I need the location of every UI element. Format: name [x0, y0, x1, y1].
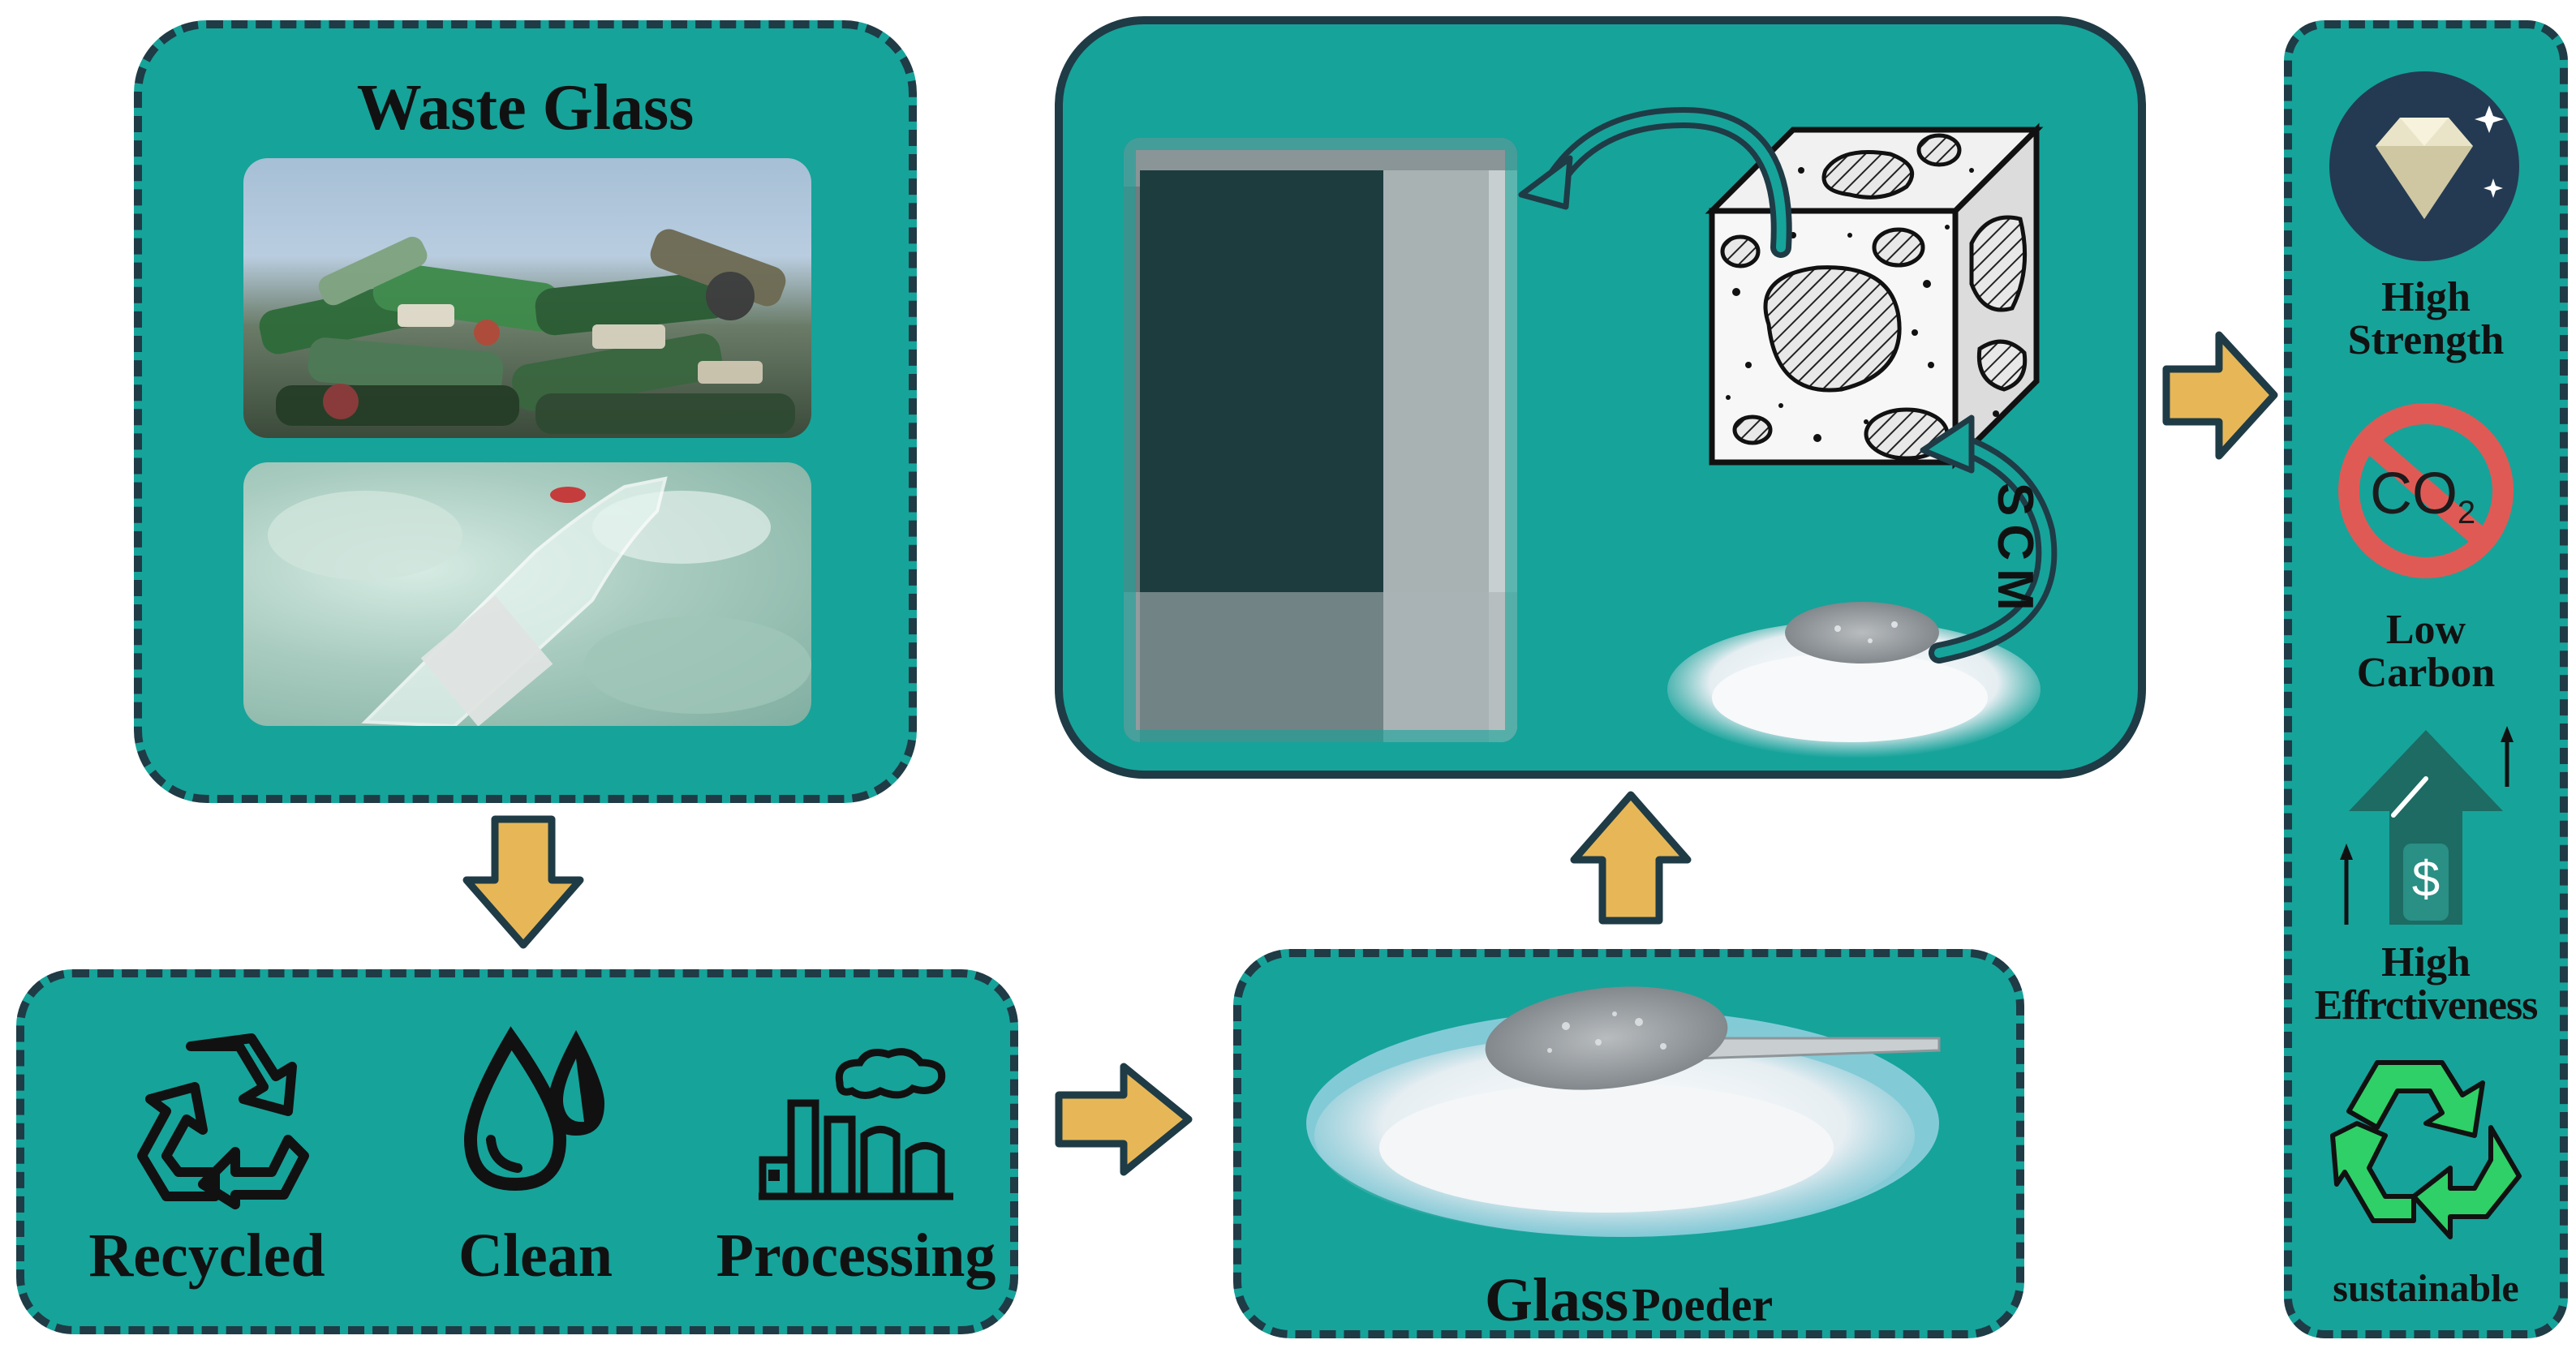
benefit-label-high-effectiveness-line1: High — [2381, 939, 2471, 986]
benefit-label-low-carbon-line1: Low — [2385, 607, 2466, 653]
curved-arrow-powder-to-cube — [1920, 414, 2058, 663]
glass-powder-title: Glass Poeder — [1241, 1269, 2016, 1333]
concrete-application-panel: SCM — [1055, 16, 2146, 779]
benefit-label-high-strength-line2: Strength — [2347, 317, 2505, 364]
process-steps-panel: Recycled Clean Processing — [16, 969, 1018, 1334]
scm-label: SCM — [1987, 483, 2043, 619]
glass-bottle-closeup-photo — [243, 462, 811, 726]
glass-powder-title-main: Glass — [1484, 1266, 1629, 1334]
concrete-cube-section — [1705, 122, 2044, 470]
powder-pile — [1667, 602, 2041, 758]
concrete-column-photo — [1124, 138, 1517, 742]
step-label-recycled: Recycled — [88, 1222, 325, 1290]
glass-powder-panel: Glass Poeder — [1233, 949, 2024, 1338]
benefits-panel: High Strength CO 2 Low Carbon $ High Eff… — [2284, 20, 2568, 1338]
benefit-label-low-carbon: Low Carbon — [2292, 608, 2560, 694]
benefit-label-high-effectiveness: High Effrctiveness — [2284, 941, 2568, 1027]
co2-icon-text: CO — [2370, 462, 2458, 526]
glass-powder-spoon-photo — [1306, 986, 1941, 1237]
recycle-green-icon — [2330, 1060, 2522, 1239]
cost-up-arrow-icon: $ — [2340, 726, 2514, 925]
factory-icon — [759, 1048, 953, 1200]
arrow-down-1 — [462, 815, 584, 949]
benefit-label-high-strength: High Strength — [2292, 276, 2560, 362]
arrow-up-1 — [1570, 791, 1692, 925]
step-label-processing: Processing — [716, 1222, 996, 1290]
waste-glass-title: Waste Glass — [356, 72, 695, 144]
water-drops-icon — [463, 1026, 604, 1192]
benefit-label-sustainable: sustainable — [2333, 1267, 2519, 1310]
arrow-right-1 — [1055, 1063, 1193, 1176]
glass-powder-title-sub: Poeder — [1632, 1278, 1774, 1331]
step-label-clean: Clean — [458, 1222, 613, 1290]
benefit-label-high-strength-line1: High — [2381, 274, 2471, 320]
dollar-icon-text: $ — [2412, 852, 2440, 908]
co2-icon-subscript: 2 — [2458, 495, 2475, 530]
co2-reduction-icon: CO 2 — [2338, 403, 2514, 578]
waste-glass-panel: Waste Glass — [134, 20, 917, 803]
benefit-label-high-effectiveness-line2: Effrctiveness — [2314, 982, 2539, 1029]
arrow-right-2 — [2162, 331, 2278, 460]
diamond-icon — [2329, 71, 2519, 261]
recycle-icon — [137, 1033, 309, 1209]
bottles-heap-photo — [243, 158, 811, 438]
curved-arrow-cube-to-column — [1518, 106, 1792, 258]
benefit-label-low-carbon-line2: Carbon — [2356, 650, 2496, 697]
